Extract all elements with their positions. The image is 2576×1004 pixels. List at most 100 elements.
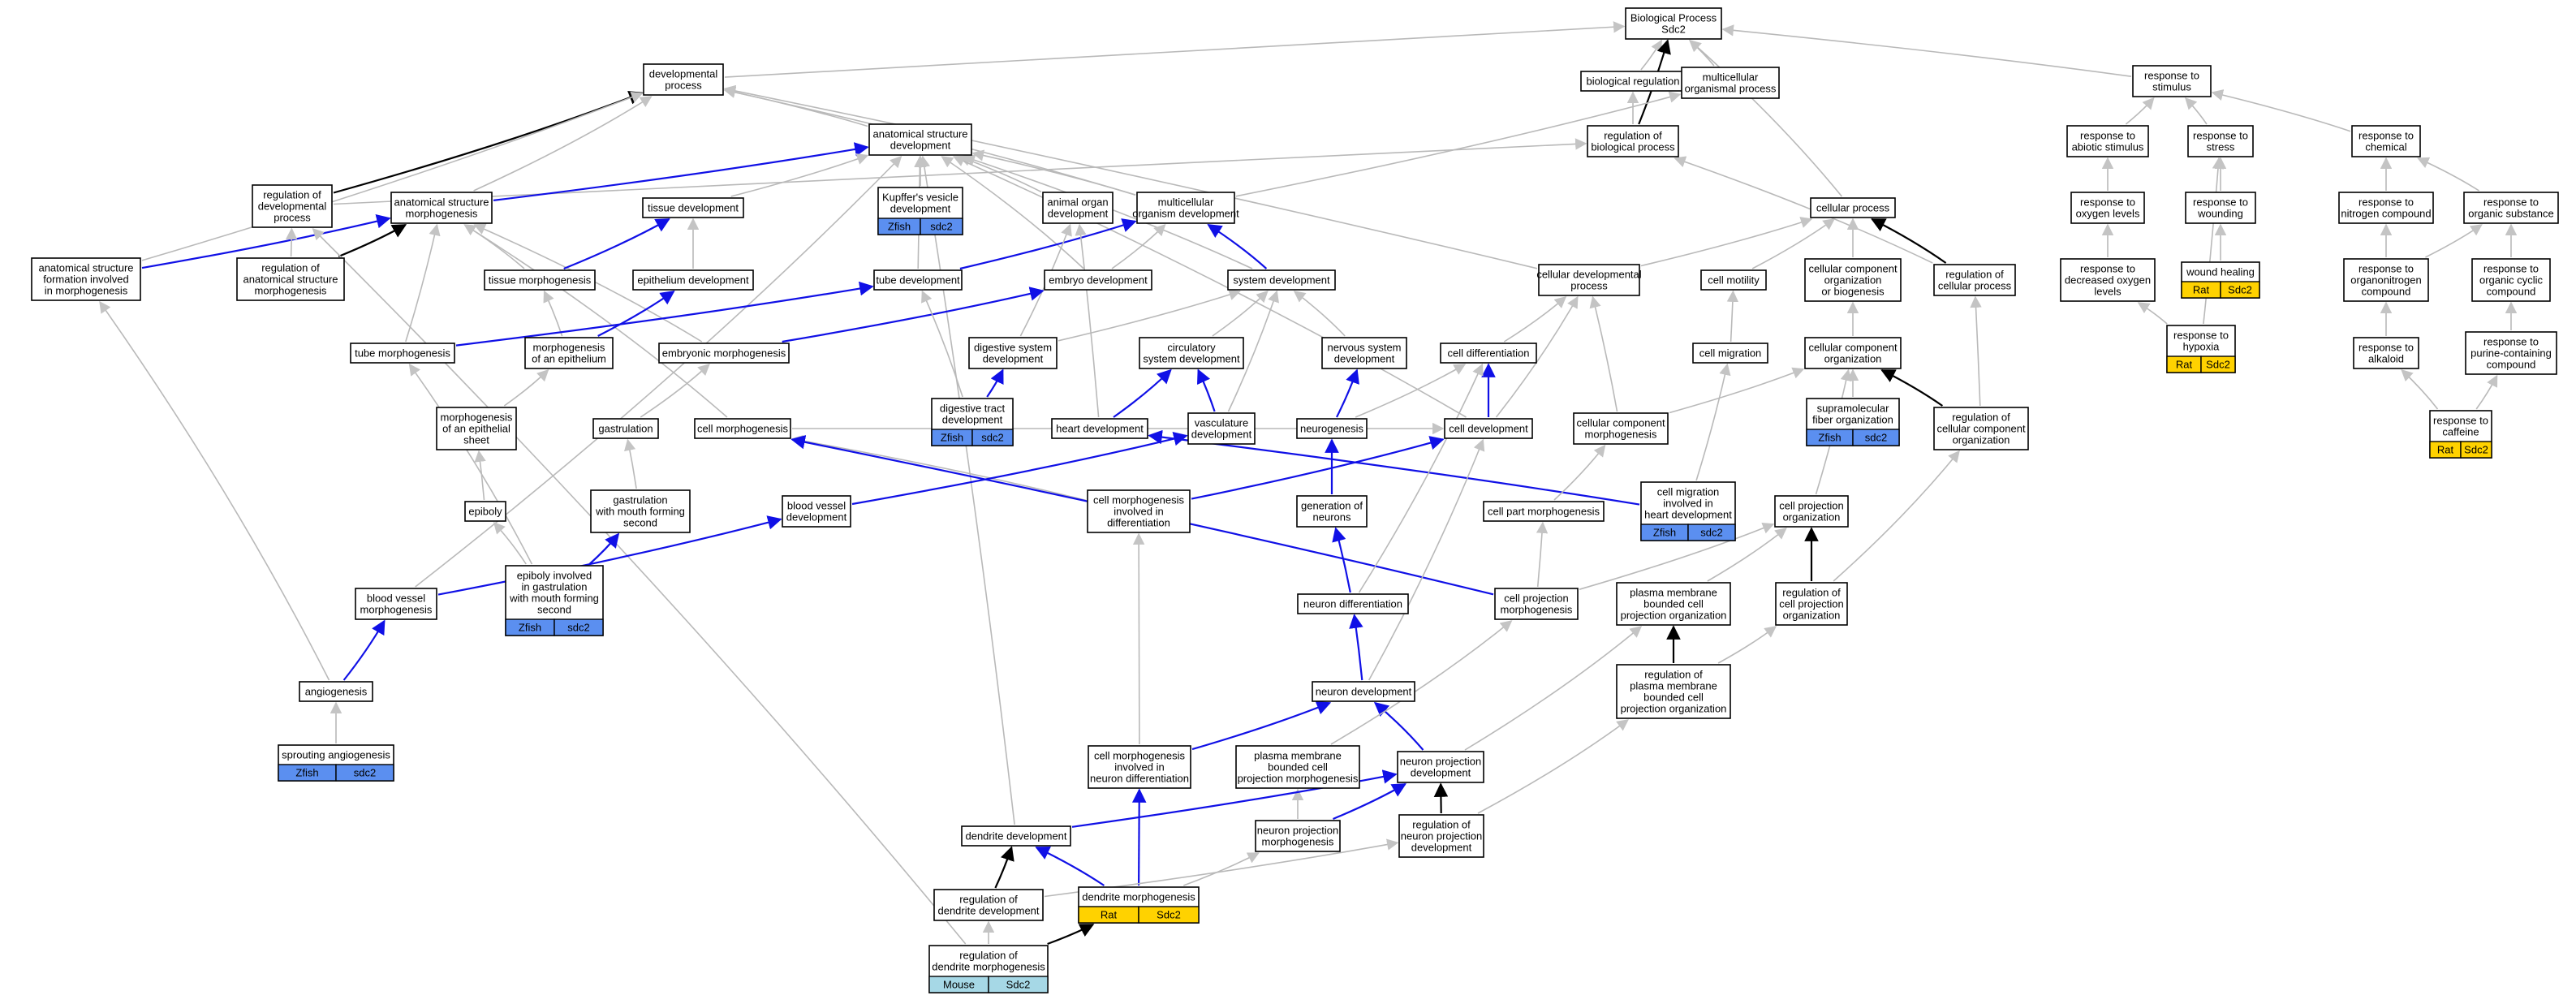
go-term-node: dendrite development — [961, 825, 1071, 847]
node-label-line: response to — [2433, 415, 2488, 427]
node-label-line: or biogenesis — [1821, 286, 1885, 298]
node-label-line: oxygen levels — [2076, 208, 2140, 220]
is-a-edge — [437, 515, 782, 596]
is-a-edge — [455, 281, 874, 347]
node-label-line: system development — [1233, 274, 1330, 287]
node-label-line: plasma membrane — [1630, 680, 1717, 692]
node-label-line: second — [623, 517, 657, 529]
is-a-edge — [1191, 700, 1332, 751]
is-a-edge — [1332, 527, 1351, 593]
node-label-line: anatomical structure — [243, 274, 338, 286]
node-label-line: epiboly involved — [517, 570, 592, 582]
node-label-line: projection organization — [1621, 610, 1727, 622]
node-label-line: regulation of — [1782, 587, 1841, 599]
node-label-line: organization — [1953, 434, 2010, 446]
is-a-edge — [958, 154, 1042, 193]
is-a-edge — [1235, 91, 1682, 197]
node-label-line: of an epithelial — [442, 423, 510, 435]
node-label-line: neuron development — [1316, 686, 1412, 698]
node-label-line: development — [983, 353, 1044, 365]
node-label-line: alkaloid — [2368, 353, 2404, 365]
species-label: Rat — [2176, 359, 2193, 371]
node-label-line: development — [1048, 208, 1109, 220]
is-a-edge — [851, 431, 1188, 506]
node-label-line: regulation of — [959, 894, 1018, 906]
node-label-line: biological process — [1591, 141, 1675, 153]
node-label-line: heart development — [1056, 423, 1144, 435]
node-label-line: regulation of — [1644, 669, 1703, 681]
is-a-edge — [1349, 614, 1363, 681]
node-label-line: bounded cell — [1643, 598, 1704, 610]
node-label-line: regulation of — [263, 189, 321, 201]
node-label-line: of an epithelium — [532, 353, 606, 365]
node-label-line: levels — [2094, 286, 2122, 298]
node-label-line: generation of — [1301, 500, 1363, 512]
node-label-line: plasma membrane — [1254, 750, 1342, 762]
go-term-node: cell differentiation — [1440, 343, 1537, 364]
node-label-line: response to — [2080, 263, 2135, 275]
is-a-edge — [1293, 291, 1346, 337]
is-a-edge — [1640, 39, 1662, 71]
is-a-edge — [1373, 701, 1424, 751]
node-label-line: neuron differentiation — [1303, 598, 1402, 610]
is-a-edge — [1721, 24, 2132, 77]
node-label-line: regulation of — [261, 262, 320, 274]
node-label-line: anatomical structure — [872, 128, 967, 140]
node-label-line: development — [1191, 429, 1252, 441]
node-label-line: neurogenesis — [1300, 423, 1364, 435]
node-label-line: dendrite morphogenesis — [932, 961, 1045, 973]
node-label-line: projection organization — [1621, 703, 1727, 715]
is-a-edge — [415, 155, 902, 588]
is-a-edge — [473, 96, 653, 192]
node-label-line: response to — [2358, 342, 2414, 354]
gene-label: sdc2 — [981, 432, 1003, 444]
is-a-edge — [1212, 291, 1269, 337]
node-label-line: morphogenesis — [441, 412, 513, 424]
node-label-line: in morphogenesis — [45, 285, 128, 297]
is-a-edge — [1579, 522, 1775, 590]
is-a-edge — [2137, 302, 2168, 325]
node-label-line: cell motility — [1708, 274, 1760, 287]
go-term-node: tissue development — [642, 197, 744, 218]
node-label-line: sprouting angiogenesis — [282, 749, 390, 761]
is-a-edge — [342, 619, 386, 681]
node-label-line: blood vessel — [367, 592, 425, 605]
node-label-line: differentiation — [1107, 517, 1170, 529]
is-a-edge — [405, 223, 441, 343]
go-term-node: epithelium development — [632, 269, 754, 291]
node-label-line: response to — [2358, 263, 2414, 275]
is-a-edge — [2475, 374, 2498, 410]
node-label-line: morphogenesis — [1262, 836, 1334, 848]
is-a-edge — [782, 287, 1045, 343]
node-label-line: cell differentiation — [1448, 347, 1530, 360]
is-a-edge — [1197, 368, 1216, 412]
node-label-line: multicellular — [1158, 196, 1214, 209]
node-label-line: cell morphogenesis — [1094, 750, 1186, 762]
node-label-line: wounding — [2197, 208, 2243, 220]
node-label-line: morphogenesis — [533, 342, 605, 354]
node-label-line: tissue morphogenesis — [489, 274, 592, 287]
node-label-line: animal organ — [1047, 196, 1108, 209]
